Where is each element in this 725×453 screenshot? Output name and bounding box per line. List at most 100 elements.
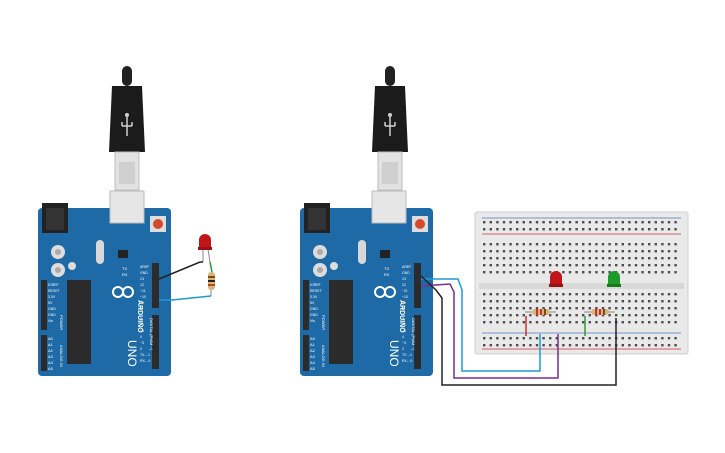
- breadboard-hole[interactable]: [634, 293, 638, 296]
- breadboard-hole[interactable]: [588, 300, 591, 303]
- usb-cable-left[interactable]: [109, 66, 145, 191]
- breadboard-hole[interactable]: [582, 228, 585, 231]
- breadboard-hole[interactable]: [615, 307, 618, 310]
- breadboard-hole[interactable]: [502, 337, 506, 340]
- breadboard-hole[interactable]: [489, 314, 492, 317]
- breadboard-hole[interactable]: [562, 228, 565, 231]
- breadboard-hole[interactable]: [588, 243, 591, 246]
- breadboard-hole[interactable]: [667, 264, 671, 267]
- breadboard-hole[interactable]: [654, 314, 657, 317]
- breadboard-hole[interactable]: [509, 314, 512, 317]
- breadboard-hole[interactable]: [502, 307, 506, 310]
- breadboard-hole[interactable]: [562, 314, 565, 317]
- led-red-left[interactable]: [198, 234, 212, 263]
- breadboard-hole[interactable]: [621, 257, 624, 260]
- breadboard-hole[interactable]: [595, 271, 598, 274]
- breadboard-hole[interactable]: [661, 243, 664, 246]
- breadboard-hole[interactable]: [542, 293, 545, 296]
- breadboard-hole[interactable]: [575, 221, 578, 224]
- breadboard-hole[interactable]: [496, 264, 499, 267]
- breadboard-hole[interactable]: [641, 243, 644, 246]
- breadboard-hole[interactable]: [608, 264, 611, 267]
- breadboard-hole[interactable]: [661, 314, 664, 317]
- breadboard-hole[interactable]: [542, 314, 545, 317]
- breadboard-hole[interactable]: [516, 264, 519, 267]
- breadboard-hole[interactable]: [654, 257, 657, 260]
- breadboard-hole[interactable]: [575, 271, 578, 274]
- breadboard-hole[interactable]: [641, 293, 644, 296]
- breadboard-hole[interactable]: [489, 243, 492, 246]
- breadboard-hole[interactable]: [667, 250, 671, 253]
- breadboard-hole[interactable]: [535, 300, 539, 303]
- breadboard-hole[interactable]: [648, 257, 651, 260]
- breadboard-hole[interactable]: [575, 293, 578, 296]
- breadboard-hole[interactable]: [588, 264, 591, 267]
- breadboard-hole[interactable]: [535, 250, 539, 253]
- breadboard-hole[interactable]: [483, 221, 486, 224]
- breadboard-hole[interactable]: [674, 228, 677, 231]
- breadboard-hole[interactable]: [568, 293, 572, 296]
- breadboard-hole[interactable]: [555, 300, 558, 303]
- breadboard-hole[interactable]: [601, 257, 605, 260]
- breadboard-hole[interactable]: [661, 293, 664, 296]
- breadboard-hole[interactable]: [601, 307, 605, 310]
- breadboard-hole[interactable]: [595, 321, 598, 324]
- breadboard-hole[interactable]: [628, 264, 631, 267]
- breadboard-hole[interactable]: [588, 314, 591, 317]
- breadboard-hole[interactable]: [542, 257, 545, 260]
- breadboard-hole[interactable]: [648, 307, 651, 310]
- breadboard-hole[interactable]: [634, 221, 638, 224]
- breadboard-hole[interactable]: [562, 337, 565, 340]
- breadboard-hole[interactable]: [509, 337, 512, 340]
- breadboard-hole[interactable]: [628, 271, 631, 274]
- breadboard-hole[interactable]: [502, 257, 506, 260]
- breadboard-hole[interactable]: [667, 293, 671, 296]
- breadboard-hole[interactable]: [615, 221, 618, 224]
- breadboard-hole[interactable]: [516, 293, 519, 296]
- breadboard-hole[interactable]: [582, 307, 585, 310]
- breadboard-hole[interactable]: [615, 264, 618, 267]
- breadboard-hole[interactable]: [601, 344, 605, 347]
- breadboard-hole[interactable]: [522, 314, 525, 317]
- breadboard-hole[interactable]: [654, 264, 657, 267]
- breadboard-hole[interactable]: [535, 337, 539, 340]
- breadboard-hole[interactable]: [582, 271, 585, 274]
- breadboard-hole[interactable]: [648, 271, 651, 274]
- breadboard-hole[interactable]: [522, 271, 525, 274]
- breadboard-hole[interactable]: [608, 321, 611, 324]
- breadboard-hole[interactable]: [601, 321, 605, 324]
- breadboard-hole[interactable]: [588, 344, 591, 347]
- breadboard-hole[interactable]: [529, 257, 532, 260]
- breadboard-hole[interactable]: [483, 264, 486, 267]
- breadboard-hole[interactable]: [595, 250, 598, 253]
- breadboard-hole[interactable]: [582, 221, 585, 224]
- breadboard-hole[interactable]: [483, 337, 486, 340]
- breadboard-hole[interactable]: [641, 221, 644, 224]
- breadboard-hole[interactable]: [648, 264, 651, 267]
- breadboard-hole[interactable]: [582, 344, 585, 347]
- breadboard-hole[interactable]: [628, 228, 631, 231]
- breadboard-hole[interactable]: [628, 321, 631, 324]
- breadboard-hole[interactable]: [496, 250, 499, 253]
- breadboard-hole[interactable]: [535, 271, 539, 274]
- breadboard-hole[interactable]: [641, 300, 644, 303]
- breadboard-hole[interactable]: [575, 300, 578, 303]
- breadboard-hole[interactable]: [628, 221, 631, 224]
- breadboard-hole[interactable]: [661, 307, 664, 310]
- breadboard-hole[interactable]: [595, 337, 598, 340]
- breadboard-hole[interactable]: [674, 314, 677, 317]
- breadboard-hole[interactable]: [529, 307, 532, 310]
- breadboard-hole[interactable]: [588, 257, 591, 260]
- breadboard-hole[interactable]: [509, 250, 512, 253]
- breadboard-hole[interactable]: [648, 250, 651, 253]
- breadboard-hole[interactable]: [529, 344, 532, 347]
- breadboard-hole[interactable]: [529, 250, 532, 253]
- breadboard-hole[interactable]: [641, 250, 644, 253]
- breadboard-hole[interactable]: [549, 250, 552, 253]
- breadboard-hole[interactable]: [549, 307, 552, 310]
- breadboard-hole[interactable]: [628, 337, 631, 340]
- breadboard-hole[interactable]: [549, 221, 552, 224]
- breadboard-hole[interactable]: [648, 293, 651, 296]
- breadboard-hole[interactable]: [667, 337, 671, 340]
- breadboard-hole[interactable]: [667, 243, 671, 246]
